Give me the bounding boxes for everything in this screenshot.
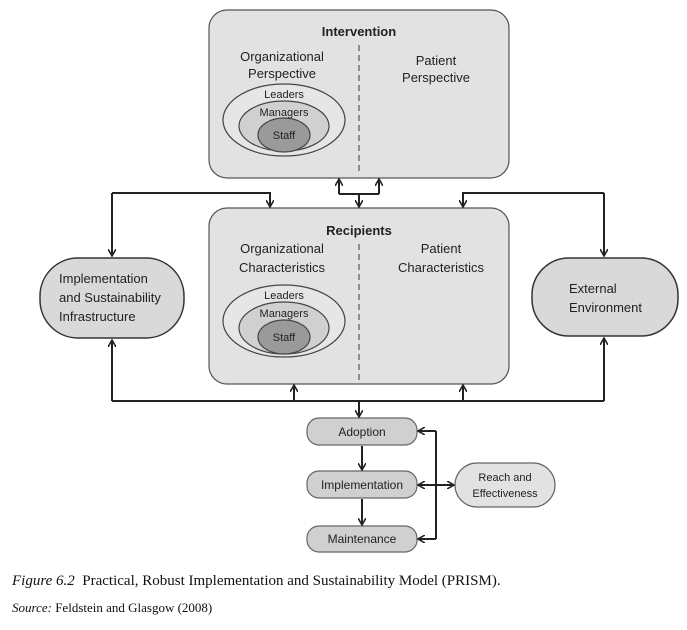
patient-perspective-line1: Patient <box>416 53 457 68</box>
infrastructure-line2: and Sustainability <box>59 290 161 305</box>
figure-label: Figure 6.2 <box>12 573 75 589</box>
implementation-infrastructure-box: Implementation and Sustainability Infras… <box>39 257 185 339</box>
figure-text: Practical, Robust Implementation and Sus… <box>82 573 501 589</box>
managers-label: Managers <box>260 308 309 320</box>
leaders-label: Leaders <box>264 290 304 302</box>
reach-line1: Reach and <box>478 472 531 484</box>
org-perspective-line2: Perspective <box>248 66 316 81</box>
managers-label: Managers <box>260 107 309 119</box>
staff-ellipse <box>257 117 311 153</box>
staff-ellipse <box>257 319 311 355</box>
prism-diagram: Intervention Organizational Perspective … <box>39 9 679 553</box>
connectors <box>112 180 604 539</box>
figure-caption: Figure 6.2 Practical, Robust Implementat… <box>12 573 677 590</box>
external-line1: External <box>569 281 617 296</box>
arrow-to-recipients-top-left <box>112 192 270 206</box>
source-text: Feldstein and Glasgow (2008) <box>55 600 213 615</box>
staff-label: Staff <box>273 130 296 142</box>
org-characteristics-line1: Organizational <box>240 241 324 256</box>
staff-label: Staff <box>273 332 296 344</box>
recipients-title: Recipients <box>326 223 392 238</box>
figure-source: Source: Feldstein and Glasgow (2008) <box>12 600 677 616</box>
intervention-panel: Intervention Organizational Perspective … <box>208 9 510 179</box>
intervention-title: Intervention <box>322 24 396 39</box>
arrow-to-recipients-top-right <box>463 192 604 206</box>
source-label: Source: <box>12 600 52 615</box>
reach-line2: Effectiveness <box>472 488 538 500</box>
recipients-panel: Recipients Organizational Characteristic… <box>208 207 510 385</box>
reach-effectiveness-box: Reach and Effectiveness <box>454 462 556 508</box>
stages: Adoption Implementation Maintenance <box>306 417 418 553</box>
org-characteristics-line2: Characteristics <box>239 260 325 275</box>
adoption-label: Adoption <box>338 425 385 439</box>
org-perspective-line1: Organizational <box>240 49 324 64</box>
patient-perspective-line2: Perspective <box>402 70 470 85</box>
infrastructure-line1: Implementation <box>59 271 148 286</box>
maintenance-label: Maintenance <box>328 532 397 546</box>
external-line2: Environment <box>569 300 642 315</box>
patient-characteristics-line2: Characteristics <box>398 260 484 275</box>
patient-characteristics-line1: Patient <box>421 241 462 256</box>
implementation-label: Implementation <box>321 478 403 492</box>
leaders-label: Leaders <box>264 89 304 101</box>
infrastructure-line3: Infrastructure <box>59 309 136 324</box>
external-environment-box: External Environment <box>531 257 679 337</box>
